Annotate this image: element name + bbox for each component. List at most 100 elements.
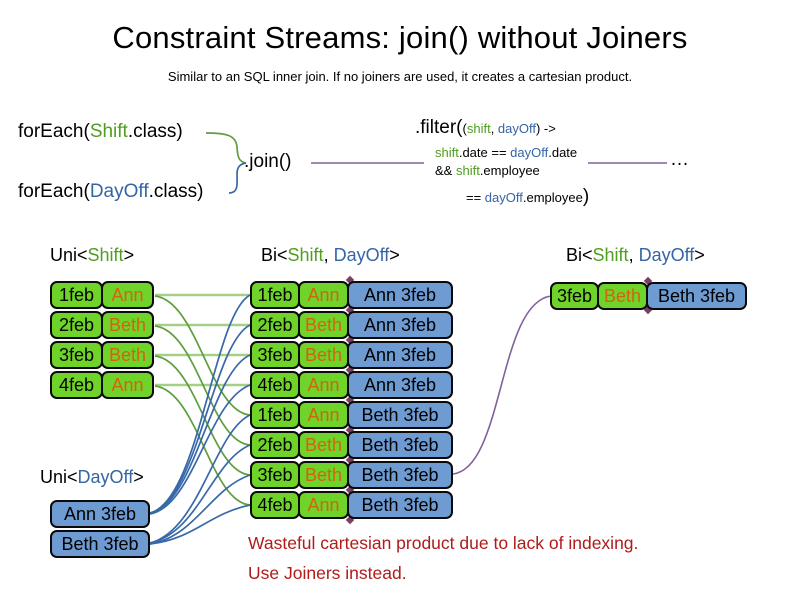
dayoff-cell: Ann 3feb [50, 500, 150, 528]
date-eq: .date == [458, 145, 511, 160]
shift-name-cell: Beth [597, 282, 648, 310]
param-dayoff: dayOff [497, 121, 536, 136]
shift-date-cell: 2feb [50, 311, 103, 339]
eq-op: == [466, 190, 485, 205]
code-foreach-dayoff: forEach(DayOff.class) [18, 181, 204, 203]
ellipsis: … [670, 149, 689, 170]
dayoff-cell: Beth 3feb [347, 491, 453, 519]
dayoff-cell: Ann 3feb [347, 371, 453, 399]
header-uni-shift: Uni<Shift> [50, 245, 134, 266]
dayoff-cell: Ann 3feb [347, 281, 453, 309]
dayoff-cell: Ann 3feb [347, 311, 453, 339]
shift-date-cell: 1feb [50, 281, 103, 309]
shift-name-cell: Ann [101, 281, 154, 309]
dayoff-token: dayOff [484, 190, 523, 205]
shift-name-cell: Beth [298, 341, 349, 369]
param-shift: shift [466, 121, 491, 136]
hdr-pre: Uni< [50, 245, 88, 265]
shift-name-cell: Ann [298, 371, 349, 399]
shift-date-cell: 1feb [250, 401, 300, 429]
employee-mid: .employee [522, 190, 583, 205]
header-uni-dayoff: Uni<DayOff> [40, 467, 144, 488]
hdr-shift: Shift [592, 245, 629, 265]
code-filter-line3: && shift.employee [435, 163, 540, 178]
hdr-post: > [389, 245, 400, 265]
shift-name-cell: Ann [298, 401, 349, 429]
shift-date-cell: 3feb [550, 282, 599, 310]
hdr-shift: Shift [287, 245, 324, 265]
shift-date-cell: 3feb [250, 461, 300, 489]
param-close: ) -> [535, 121, 556, 136]
hdr-comma: , [628, 245, 639, 265]
header-bi-middle: Bi<Shift, DayOff> [261, 245, 400, 266]
shift-name-cell: Beth [101, 311, 154, 339]
shift-date-cell: 2feb [250, 431, 300, 459]
shift-name-cell: Ann [298, 281, 349, 309]
code-filter-line1: .filter((shift, dayOff) -> [415, 117, 556, 139]
hdr-post: > [694, 245, 705, 265]
employee-end: .employee [479, 163, 540, 178]
hdr-pre: Uni< [40, 467, 78, 487]
shift-date-cell: 3feb [250, 341, 300, 369]
param-open: ( [462, 121, 467, 136]
page-title: Constraint Streams: join() without Joine… [112, 20, 688, 55]
shift-date-cell: 4feb [250, 491, 300, 519]
shift-token: shift [455, 163, 480, 178]
hdr-shift: Shift [87, 245, 124, 265]
warning-line-2: Use Joiners instead. [248, 563, 407, 583]
class-suffix: .class) [148, 181, 204, 202]
purple-lines [311, 162, 667, 475]
shift-token: shift [435, 145, 459, 160]
hdr-comma: , [323, 245, 334, 265]
hdr-pre: Bi< [566, 245, 593, 265]
filter-close: ) [582, 186, 590, 207]
join-brace-shift [205, 132, 247, 164]
dayoff-cell: Beth 3feb [347, 401, 453, 429]
param-comma: , [490, 121, 498, 136]
table-row: Ann 3feb [50, 500, 150, 528]
shift-name-cell: Beth [298, 311, 349, 339]
dayoff-cell: Ann 3feb [347, 341, 453, 369]
uni-dayoff-table: Ann 3feb Beth 3feb [50, 500, 150, 560]
dayoff-cell: Beth 3feb [50, 530, 150, 558]
hdr-pre: Bi< [261, 245, 288, 265]
shift-name-cell: Beth [298, 461, 349, 489]
hdr-dayoff: DayOff [638, 245, 695, 265]
dayoff-cell: Beth 3feb [347, 461, 453, 489]
date-end: .date [548, 145, 578, 160]
shift-curve-lines [154, 295, 251, 506]
foreach-prefix: forEach( [18, 121, 90, 142]
class-suffix: .class) [127, 121, 183, 142]
shift-name-cell: Beth [101, 341, 154, 369]
hdr-dayoff: DayOff [77, 467, 134, 487]
shift-name-cell: Ann [298, 491, 349, 519]
dayoff-curve-lines [149, 294, 251, 545]
shift-date-cell: 1feb [250, 281, 300, 309]
warning-line-1: Wasteful cartesian product due to lack o… [248, 533, 639, 553]
hdr-post: > [123, 245, 135, 265]
shift-date-cell: 4feb [250, 371, 300, 399]
foreach-prefix: forEach( [18, 181, 90, 202]
shift-date-cell: 3feb [50, 341, 103, 369]
code-join: .join() [244, 151, 292, 172]
dayoff-cell: Beth 3feb [347, 431, 453, 459]
and-op: && [435, 163, 456, 178]
shift-date-cell: 4feb [50, 371, 103, 399]
shift-date-cell: 2feb [250, 311, 300, 339]
code-filter-line4: == dayOff.employee) [466, 186, 589, 208]
